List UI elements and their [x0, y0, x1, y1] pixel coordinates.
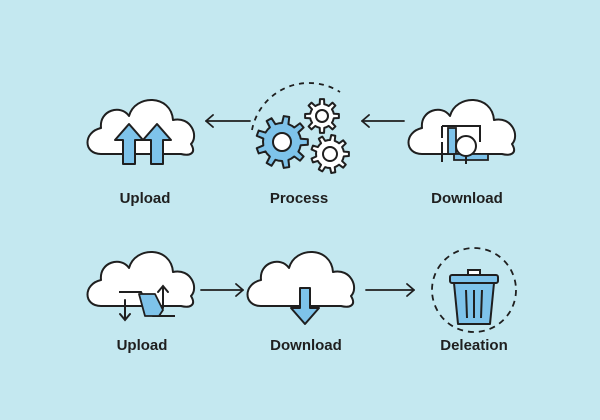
step-label-deletion: Deleation [440, 337, 508, 354]
arrow-right-icon [200, 283, 244, 297]
gear-hole [272, 132, 292, 152]
dashed-circle [431, 247, 517, 333]
up-arrow-left-icon [114, 123, 144, 165]
trash-icon [431, 247, 517, 333]
gears-icon [251, 82, 350, 174]
arrow-left-icon [361, 114, 405, 128]
step-label-download: Download [431, 190, 503, 207]
cloud-transfer-icon [86, 250, 196, 322]
down-arrow-small-icon [119, 299, 131, 322]
gear-hole [322, 146, 338, 162]
up-arrow-small-icon [157, 284, 169, 309]
gear-bottom-icon [310, 134, 350, 174]
step-label-process: Process [269, 190, 329, 207]
cloud-upload-icon [86, 98, 196, 165]
gear-hole [315, 109, 329, 123]
cloud-download-icon [246, 250, 356, 325]
arrow-right-icon [365, 283, 415, 297]
step-label-upload: Upload [119, 190, 171, 207]
up-arrow-right-icon [142, 123, 172, 165]
arrow-left-icon [205, 114, 251, 128]
dashed-arc [251, 82, 341, 131]
step-label-upload-2: Upload [116, 337, 168, 354]
step-label-download-2: Download [270, 337, 342, 354]
cloud-sync-icon [407, 98, 517, 164]
gear-top-icon [304, 98, 340, 134]
gear-large-icon [255, 115, 309, 169]
